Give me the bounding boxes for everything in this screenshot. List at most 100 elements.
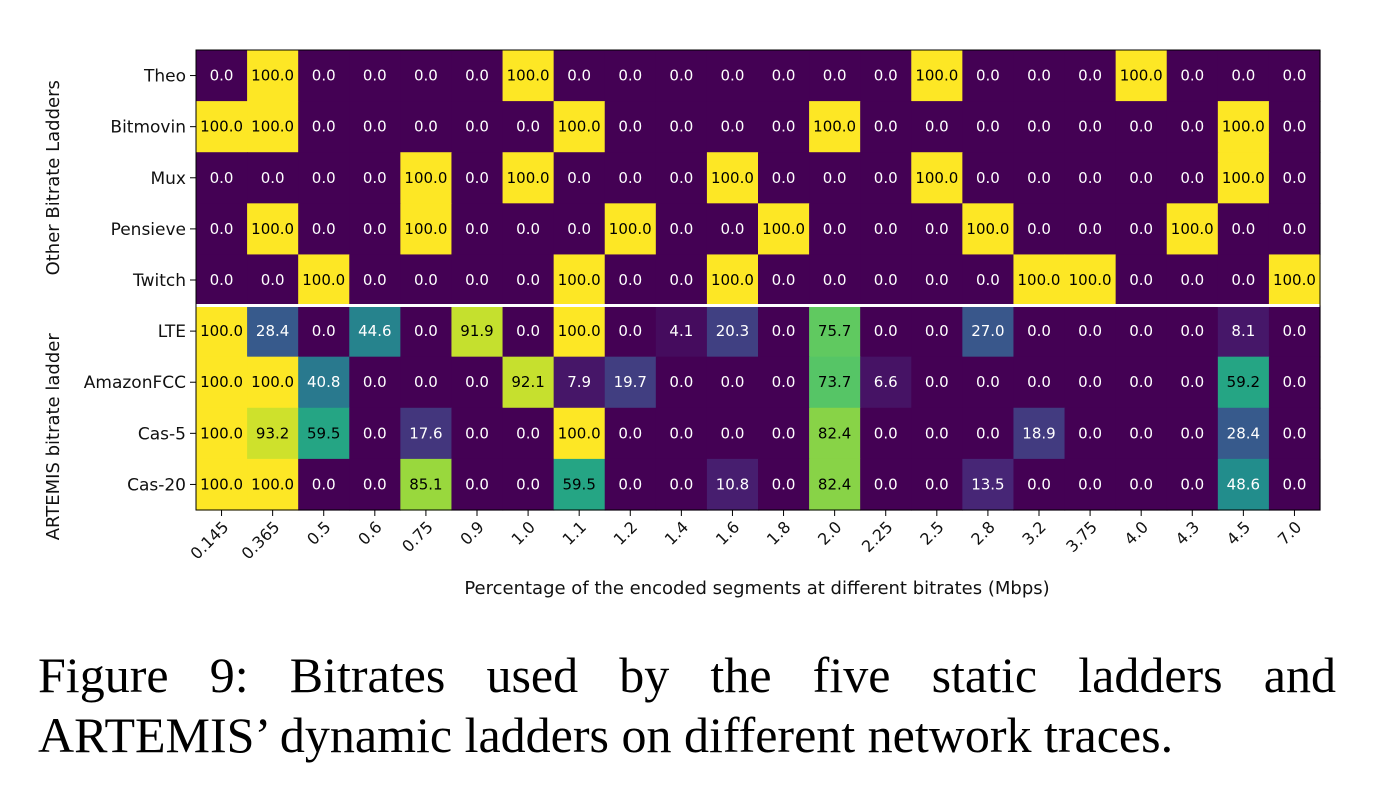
cell-pensieve-4-0 <box>1115 203 1168 256</box>
cell-pensieve-4-5 <box>1217 203 1270 256</box>
cell-value-amazonfcc-2-0: 73.7 <box>818 373 851 391</box>
cell-value-pensieve-2-8: 100.0 <box>966 220 1009 238</box>
cell-cas-5-0-6 <box>349 407 401 460</box>
cell-mux-3-2 <box>1013 152 1066 204</box>
cell-value-twitch-0-5: 100.0 <box>302 271 345 289</box>
cell-value-theo-3-2: 0.0 <box>1027 67 1051 85</box>
cell-twitch-0-5 <box>298 254 350 307</box>
x-tick-label-4-5: 4.5 <box>1223 517 1254 548</box>
cell-bitmovin-4-0 <box>1115 101 1168 153</box>
cell-value-mux-1-1: 0.0 <box>567 169 591 187</box>
cell-value-theo-1-4: 0.0 <box>669 67 693 85</box>
cell-pensieve-0-9 <box>451 203 504 256</box>
cell-value-pensieve-1-2: 100.0 <box>609 220 652 238</box>
cell-value-bitmovin-0-365: 100.0 <box>251 118 294 136</box>
cell-value-mux-1-8: 0.0 <box>772 169 796 187</box>
cell-bitmovin-4-5 <box>1217 101 1270 153</box>
cell-cas-20-0-145 <box>196 458 248 511</box>
cell-value-bitmovin-4-3: 0.0 <box>1180 118 1204 136</box>
cell-mux-2-0 <box>809 152 861 204</box>
cell-value-twitch-0-365: 0.0 <box>261 271 285 289</box>
cell-value-theo-2-5: 100.0 <box>915 67 958 85</box>
cell-theo-4-5 <box>1217 50 1270 102</box>
cell-bitmovin-7-0 <box>1268 101 1321 153</box>
cell-cas-5-4-3 <box>1166 407 1219 460</box>
cell-cas-20-3-2 <box>1013 458 1066 511</box>
cell-theo-4-0 <box>1115 50 1168 102</box>
cell-value-lte-4-0: 0.0 <box>1129 322 1153 340</box>
cell-value-bitmovin-1-1: 100.0 <box>558 118 601 136</box>
cell-twitch-2-25 <box>860 254 912 307</box>
cell-lte-0-6 <box>349 305 401 358</box>
cell-pensieve-1-6 <box>706 203 759 256</box>
cell-value-cas-5-1-8: 0.0 <box>772 424 796 442</box>
cell-twitch-1-8 <box>758 254 810 307</box>
cell-bitmovin-2-25 <box>860 101 912 153</box>
cell-value-twitch-3-75: 100.0 <box>1069 271 1112 289</box>
cell-value-twitch-2-25: 0.0 <box>874 271 898 289</box>
cell-value-mux-0-5: 0.0 <box>312 169 336 187</box>
cell-value-mux-1-6: 100.0 <box>711 169 754 187</box>
cell-cas-20-1-8 <box>758 458 810 511</box>
row-label-cas-20: Cas-20 <box>127 475 186 495</box>
cell-value-amazonfcc-0-9: 0.0 <box>465 373 489 391</box>
cell-value-cas-5-1-6: 0.0 <box>721 424 745 442</box>
cell-twitch-1-1 <box>553 254 606 307</box>
cell-theo-1-8 <box>758 50 810 102</box>
cell-value-twitch-0-9: 0.0 <box>465 271 489 289</box>
cell-value-amazonfcc-2-25: 6.6 <box>874 373 898 391</box>
caption-word: by <box>619 647 670 703</box>
cell-value-lte-3-2: 0.0 <box>1027 322 1051 340</box>
cell-value-theo-4-3: 0.0 <box>1180 67 1204 85</box>
cell-mux-0-365 <box>247 152 299 204</box>
cell-value-cas-20-0-75: 85.1 <box>409 475 442 493</box>
cell-value-mux-1-4: 0.0 <box>669 169 693 187</box>
cell-value-pensieve-1-4: 0.0 <box>669 220 693 238</box>
cell-theo-0-365 <box>247 50 299 102</box>
cell-value-amazonfcc-3-75: 0.0 <box>1078 373 1102 391</box>
cell-value-lte-0-9: 91.9 <box>460 322 493 340</box>
cell-mux-1-4 <box>655 152 708 204</box>
row-label-theo: Theo <box>143 67 186 87</box>
x-tick-label-1-8: 1.8 <box>763 517 794 548</box>
cell-lte-3-75 <box>1064 305 1117 358</box>
cell-lte-0-365 <box>247 305 299 358</box>
cell-pensieve-7-0 <box>1268 203 1321 256</box>
cell-value-theo-1-0: 100.0 <box>507 67 550 85</box>
cell-mux-2-8 <box>962 152 1015 204</box>
cell-bitmovin-1-4 <box>655 101 708 153</box>
cell-value-lte-1-1: 100.0 <box>558 322 601 340</box>
cell-value-bitmovin-2-0: 100.0 <box>813 118 856 136</box>
cell-value-pensieve-2-0: 0.0 <box>823 220 847 238</box>
cell-value-amazonfcc-0-145: 100.0 <box>200 373 243 391</box>
cell-pensieve-3-2 <box>1013 203 1066 256</box>
cell-value-pensieve-1-0: 0.0 <box>516 220 540 238</box>
cell-pensieve-1-2 <box>604 203 657 256</box>
cell-cas-20-1-6 <box>706 458 759 511</box>
cell-twitch-7-0 <box>1268 254 1321 307</box>
cell-value-pensieve-4-0: 0.0 <box>1129 220 1153 238</box>
x-tick-label-1-0: 1.0 <box>507 517 538 548</box>
cell-bitmovin-2-8 <box>962 101 1015 153</box>
cell-twitch-0-75 <box>400 254 453 307</box>
cell-value-pensieve-1-1: 0.0 <box>567 220 591 238</box>
cell-value-cas-20-2-25: 0.0 <box>874 475 898 493</box>
caption-line-2: ARTEMIS’ dynamic ladders on different ne… <box>38 707 1174 763</box>
cell-value-mux-4-3: 0.0 <box>1180 169 1204 187</box>
cell-bitmovin-1-8 <box>758 101 810 153</box>
x-tick-label-0-9: 0.9 <box>456 517 487 548</box>
cell-value-amazonfcc-4-0: 0.0 <box>1129 373 1153 391</box>
cell-lte-1-1 <box>553 305 606 358</box>
x-tick-label-2-5: 2.5 <box>916 517 947 548</box>
cell-twitch-1-0 <box>502 254 555 307</box>
cell-value-twitch-1-8: 0.0 <box>772 271 796 289</box>
cell-twitch-2-8 <box>962 254 1015 307</box>
cell-theo-3-2 <box>1013 50 1066 102</box>
cell-value-theo-2-8: 0.0 <box>976 67 1000 85</box>
cell-amazonfcc-2-25 <box>860 356 912 409</box>
cell-mux-4-5 <box>1217 152 1270 204</box>
cell-amazonfcc-3-2 <box>1013 356 1066 409</box>
